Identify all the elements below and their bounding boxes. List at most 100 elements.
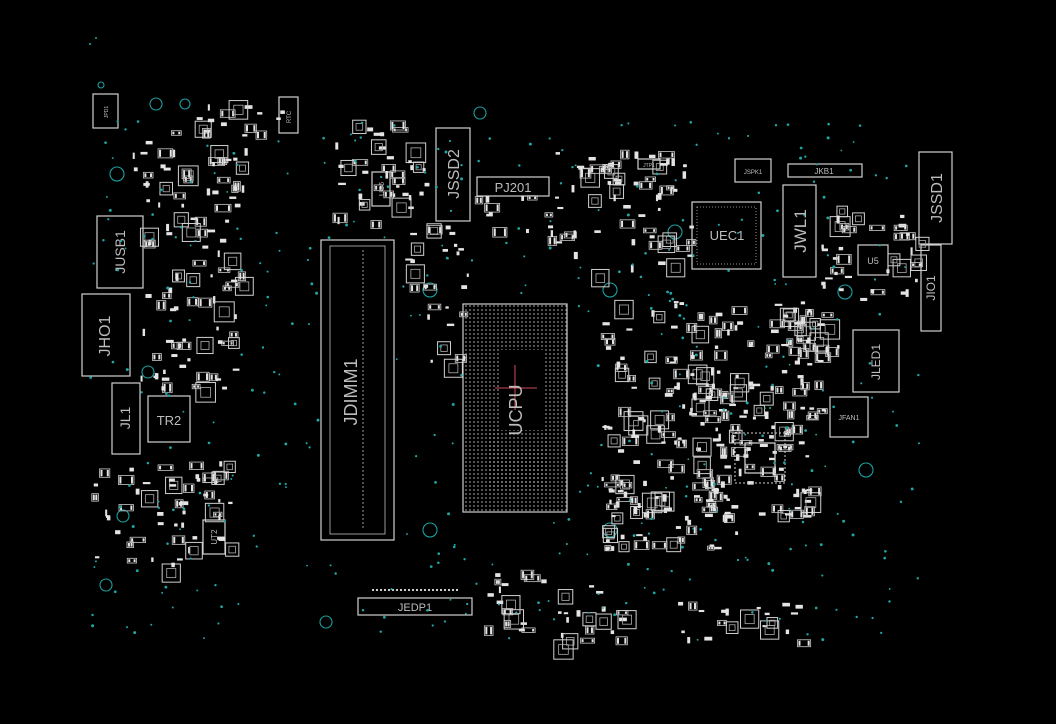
smd-component	[722, 514, 726, 522]
smd-component	[576, 165, 585, 169]
via	[626, 213, 630, 217]
via	[354, 159, 357, 163]
smd-component	[553, 639, 574, 660]
smd-component	[168, 478, 175, 482]
smd-component	[692, 437, 712, 457]
smd-component	[165, 339, 174, 343]
smd-component	[488, 212, 493, 216]
smd-component	[799, 315, 807, 326]
smd-component	[169, 484, 177, 487]
smd-component	[228, 501, 233, 505]
via	[764, 407, 766, 410]
smd-component	[555, 241, 563, 244]
via	[250, 388, 254, 392]
via	[751, 611, 754, 614]
via	[835, 608, 838, 611]
via	[851, 440, 855, 444]
smd-component	[783, 431, 791, 437]
smd-component	[523, 574, 541, 583]
via	[806, 633, 809, 636]
smd-component	[219, 238, 227, 243]
via	[259, 262, 262, 265]
via	[423, 171, 427, 174]
via	[93, 566, 96, 569]
smd-component	[410, 232, 418, 236]
via	[89, 43, 91, 45]
smd-component	[760, 466, 777, 477]
via	[790, 483, 793, 486]
via	[223, 519, 226, 523]
via	[771, 568, 775, 572]
smd-component	[385, 171, 389, 179]
smd-component	[207, 229, 216, 233]
via	[460, 163, 463, 167]
jfan1-label: JFAN1	[838, 415, 859, 422]
smd-component	[220, 122, 227, 127]
smd-component	[446, 323, 455, 327]
via	[182, 507, 186, 511]
smd-component	[658, 151, 675, 159]
smd-component	[147, 242, 151, 246]
via	[799, 156, 803, 160]
smd-component	[352, 119, 367, 135]
smd-component	[725, 608, 729, 616]
via	[713, 482, 716, 486]
smd-component	[805, 339, 811, 343]
smd-component	[841, 226, 857, 234]
pj201-connector: PJ201	[476, 176, 550, 197]
smd-component	[796, 488, 800, 495]
via	[392, 124, 396, 127]
smd-component	[427, 303, 442, 311]
smd-component	[391, 197, 412, 218]
smd-component	[145, 293, 152, 298]
via	[515, 611, 518, 614]
smd-component	[749, 386, 755, 390]
jtp1-label: JTP1	[643, 163, 655, 169]
via	[477, 159, 480, 163]
smd-component	[777, 485, 782, 490]
smd-component	[233, 181, 241, 192]
smd-component	[588, 194, 602, 208]
smd-component	[688, 601, 698, 611]
via	[716, 132, 719, 135]
smd-component	[715, 427, 718, 432]
smd-component	[729, 403, 736, 407]
smd-component	[803, 489, 807, 495]
smd-component	[621, 436, 639, 446]
smd-component	[412, 161, 425, 173]
via	[647, 532, 651, 535]
smd-component	[576, 610, 581, 617]
smd-component	[801, 488, 806, 492]
via	[263, 391, 266, 394]
via	[832, 265, 836, 269]
smd-component	[257, 112, 263, 115]
via	[402, 285, 405, 288]
smd-component	[674, 386, 678, 390]
via	[855, 615, 858, 619]
smd-component	[836, 215, 840, 224]
via	[232, 151, 236, 155]
via	[597, 209, 600, 212]
via	[212, 421, 215, 424]
smd-component	[146, 199, 151, 203]
via	[868, 361, 872, 365]
via	[757, 191, 761, 195]
smd-component	[734, 325, 738, 331]
smd-component	[405, 142, 427, 164]
via	[670, 569, 673, 573]
via	[206, 144, 209, 147]
smd-component	[837, 345, 840, 349]
via	[668, 249, 671, 252]
via	[497, 603, 500, 606]
smd-component	[775, 386, 784, 394]
smd-component	[693, 495, 700, 498]
via	[689, 120, 693, 124]
smd-component	[358, 199, 371, 211]
smd-component	[234, 203, 241, 208]
smd-component	[410, 242, 425, 256]
smd-component	[844, 275, 853, 279]
smd-component	[649, 235, 655, 239]
via	[116, 268, 120, 272]
via	[203, 637, 205, 640]
smd-component	[370, 220, 382, 229]
